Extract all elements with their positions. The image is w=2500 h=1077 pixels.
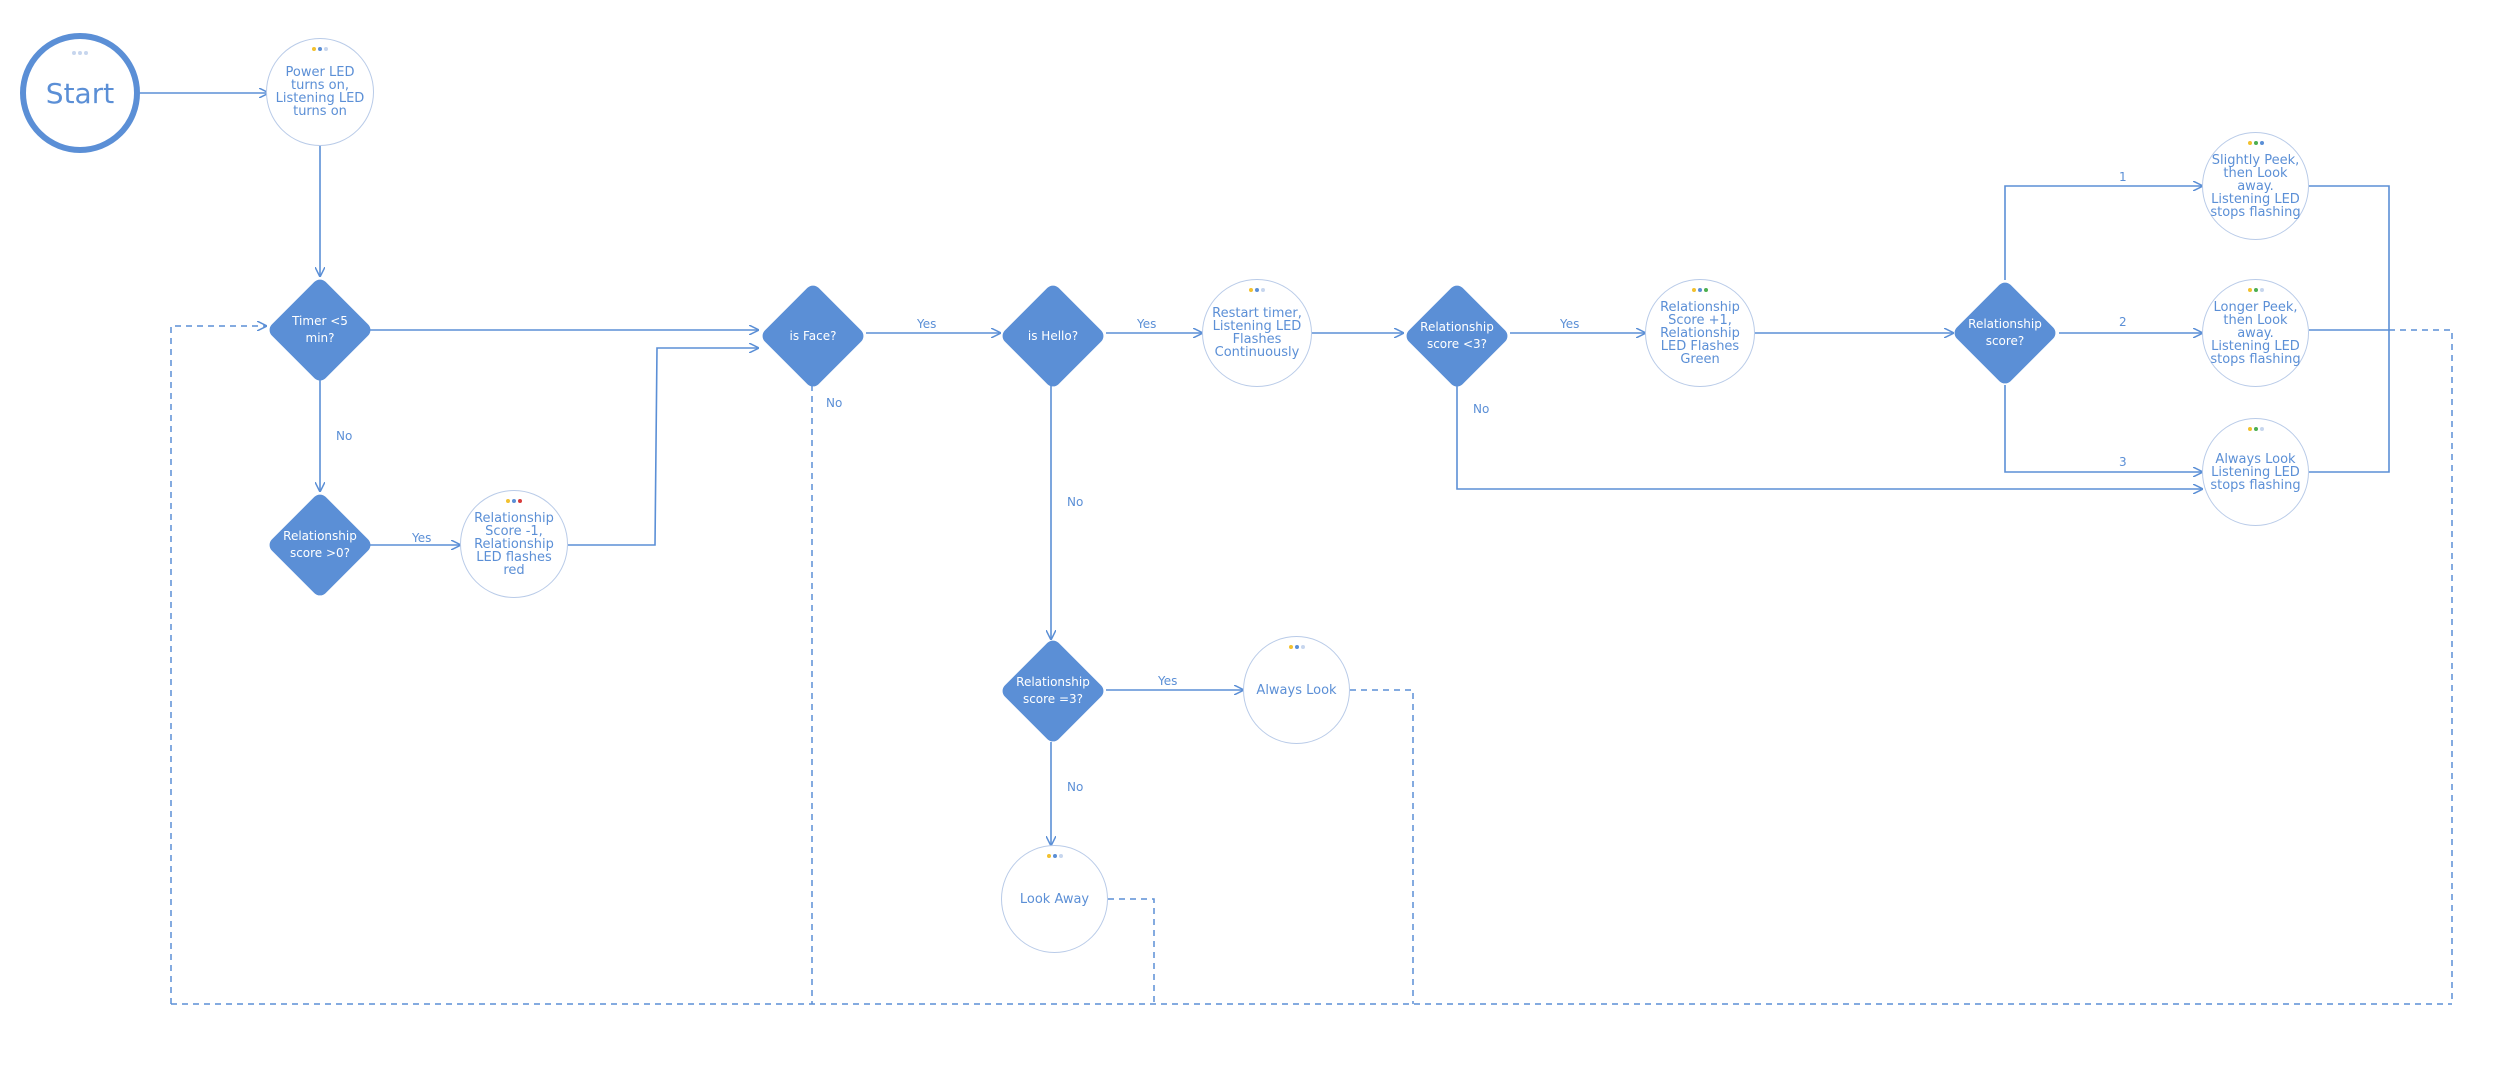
edge-label-eq3-yes: Yes bbox=[1158, 674, 1178, 688]
status-dots bbox=[312, 47, 328, 51]
edge-label-timer-no: No bbox=[336, 429, 353, 443]
is-face-label: is Face? bbox=[789, 328, 837, 343]
is-hello-label: is Hello? bbox=[1027, 328, 1079, 343]
edge-label-lt3-no: No bbox=[1473, 402, 1490, 416]
loop-right bbox=[2389, 329, 2453, 1004]
longer-peek-label: Longer Peek, then Look away. Listening L… bbox=[2210, 299, 2301, 367]
dot bbox=[1288, 645, 1293, 649]
edge-label-face-yes: Yes bbox=[917, 317, 937, 331]
dot bbox=[2247, 288, 2252, 292]
status-dots bbox=[1288, 645, 1305, 649]
edge-merge-bracket bbox=[2309, 185, 2390, 473]
always-look-label: Always Look bbox=[1256, 682, 1337, 698]
status-dots bbox=[1046, 854, 1063, 858]
longer-peek-node: Longer Peek, then Look away. Listening L… bbox=[2202, 279, 2309, 387]
edge-label-score-1: 1 bbox=[2119, 170, 2127, 184]
edge-label-gt0-yes: Yes bbox=[412, 531, 432, 545]
dot bbox=[2247, 427, 2252, 431]
dot bbox=[2253, 288, 2258, 292]
power-led-label: Power LED turns on, Listening LED turns … bbox=[275, 65, 365, 119]
score-minus-node: Relationship Score -1, Relationship LED … bbox=[460, 490, 568, 598]
edge-label-score-2: 2 bbox=[2119, 315, 2127, 329]
edge-label-hello-yes: Yes bbox=[1137, 317, 1157, 331]
dot bbox=[1261, 288, 1265, 292]
edge-label-lt3-yes: Yes bbox=[1560, 317, 1580, 331]
start-node: Start bbox=[20, 33, 140, 153]
power-led-node: Power LED turns on, Listening LED turns … bbox=[266, 38, 374, 146]
edge-label-eq3-no: No bbox=[1067, 780, 1084, 794]
score-minus-label: Relationship Score -1, Relationship LED … bbox=[474, 510, 554, 578]
dot bbox=[78, 51, 82, 55]
always-look-stop-node: Always Look Listening LED stops flashing bbox=[2202, 418, 2309, 526]
dot bbox=[1294, 645, 1299, 649]
loop-always-look bbox=[1350, 689, 1414, 1004]
dot bbox=[2253, 141, 2258, 145]
dot bbox=[1058, 854, 1063, 858]
status-dots bbox=[2247, 288, 2264, 292]
edge-score-to-slight bbox=[2004, 186, 2202, 280]
edge-lt3-no bbox=[1456, 385, 2202, 489]
restart-timer-node: Restart timer, Listening LED Flashes Con… bbox=[1202, 279, 1312, 387]
status-dots bbox=[1692, 288, 1708, 292]
rel-score-label: Relationship score? bbox=[1968, 317, 2042, 348]
dot bbox=[1698, 288, 1702, 292]
dot bbox=[1704, 288, 1708, 292]
dot bbox=[2259, 141, 2264, 145]
slightly-peek-label: Slightly Peek, then Look away. Listening… bbox=[2210, 152, 2301, 220]
timer-label: Timer <5 min? bbox=[292, 314, 348, 345]
rel-eq3-label: Relationship score =3? bbox=[1016, 675, 1090, 706]
status-dots bbox=[506, 499, 522, 503]
edge-minus-to-face bbox=[568, 348, 758, 546]
status-dots bbox=[2247, 427, 2264, 431]
edge-label-hello-no: No bbox=[1067, 495, 1084, 509]
status-dots bbox=[72, 51, 88, 55]
rel-lt3-label: Relationship score <3? bbox=[1420, 320, 1494, 351]
loop-look-away bbox=[1108, 898, 1155, 1004]
rel-gt0-label: Relationship score >0? bbox=[283, 529, 357, 560]
edge-label-face-no: No bbox=[826, 396, 843, 410]
dot bbox=[518, 499, 522, 503]
score-plus-node: Relationship Score +1, Relationship LED … bbox=[1645, 279, 1755, 387]
dot bbox=[318, 47, 322, 51]
always-look-node: Always Look bbox=[1243, 636, 1350, 744]
dot bbox=[1255, 288, 1259, 292]
dot bbox=[1052, 854, 1057, 858]
dot bbox=[512, 499, 516, 503]
score-plus-label: Relationship Score +1, Relationship LED … bbox=[1660, 299, 1740, 367]
always-look-stop-label: Always Look Listening LED stops flashing bbox=[2210, 451, 2301, 493]
status-dots bbox=[1249, 288, 1265, 292]
status-dots bbox=[2247, 141, 2264, 145]
dot bbox=[2259, 427, 2264, 431]
start-label: Start bbox=[45, 76, 115, 110]
dot bbox=[1692, 288, 1696, 292]
slightly-peek-node: Slightly Peek, then Look away. Listening… bbox=[2202, 132, 2309, 240]
edge-score-to-always bbox=[2004, 385, 2202, 472]
loop-left-up bbox=[170, 326, 266, 1004]
dot bbox=[1046, 854, 1051, 858]
look-away-node: Look Away bbox=[1001, 845, 1108, 953]
dot bbox=[1249, 288, 1253, 292]
dot bbox=[506, 499, 510, 503]
dot bbox=[312, 47, 316, 51]
dot bbox=[1300, 645, 1305, 649]
edge-label-score-3: 3 bbox=[2119, 455, 2127, 469]
dot bbox=[84, 51, 88, 55]
dot bbox=[72, 51, 76, 55]
dot bbox=[324, 47, 328, 51]
dot bbox=[2253, 427, 2258, 431]
dot bbox=[2247, 141, 2252, 145]
restart-timer-label: Restart timer, Listening LED Flashes Con… bbox=[1212, 306, 1302, 360]
dot bbox=[2259, 288, 2264, 292]
look-away-label: Look Away bbox=[1019, 891, 1090, 907]
